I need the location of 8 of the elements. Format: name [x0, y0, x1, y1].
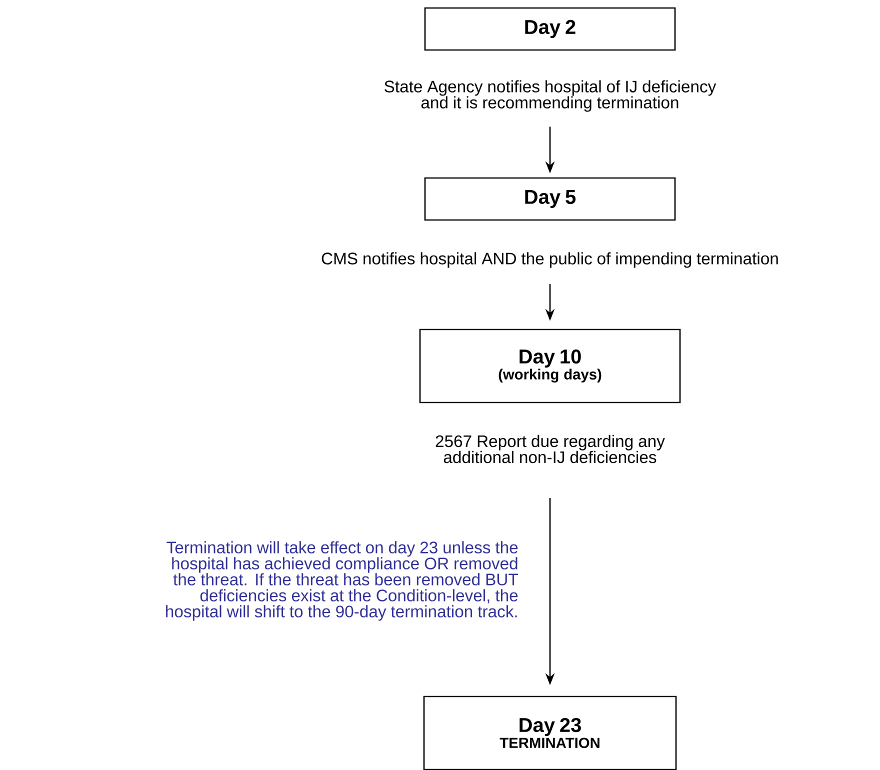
day-box: Day 5 [424, 177, 676, 221]
step-description: CMS notifies hospital AND the public of impending termination [322, 252, 778, 268]
edge-label: Termination will take effect on day 23 unless the hospital has achieved compliance OR removed the threat. If the threat has been removed BUT deficiencies exist at the Condition-level, the hospital will shift to the 90-day termination track. [166, 541, 518, 621]
day-box: Day 2 [424, 7, 676, 51]
step-description: 2567 Report due regarding any additional non-IJ deficiencies [436, 434, 665, 464]
step-description: State Agency notifies hospital of IJ deficiency and it is recommending termination [384, 80, 716, 112]
day-box: Day 23 TERMINATION [423, 696, 677, 770]
day-box: Day 10 (working days) [419, 328, 681, 404]
